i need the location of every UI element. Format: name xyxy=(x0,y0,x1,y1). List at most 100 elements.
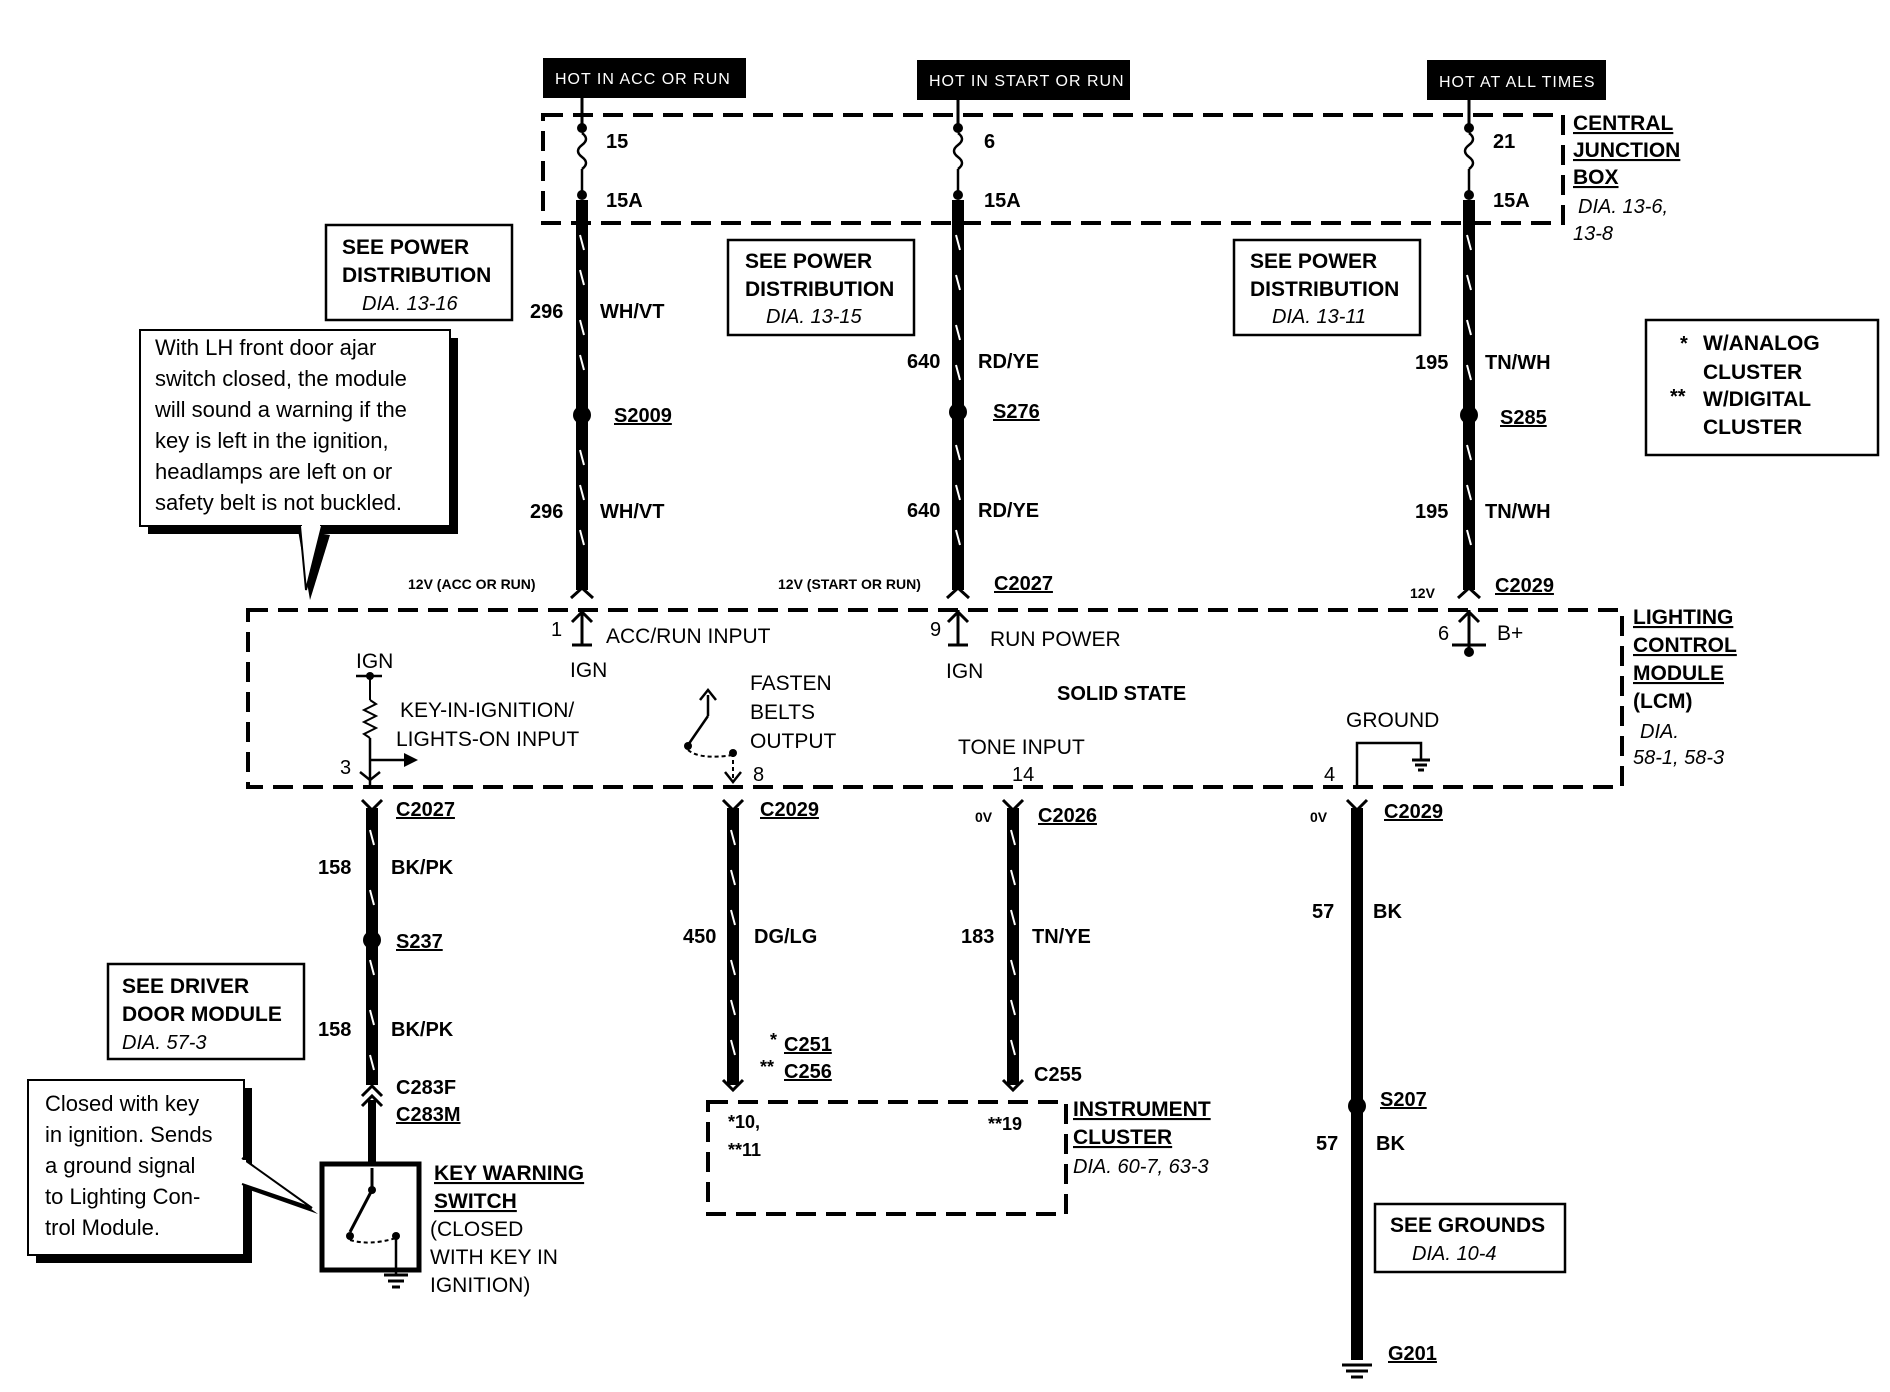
solid-state-label: SOLID STATE xyxy=(1057,683,1186,705)
lcm-pin-3: IGN KEY-IN-IGNITION/ LIGHTS-ON INPUT 3 xyxy=(340,650,579,785)
supply-label: HOT IN START OR RUN xyxy=(929,73,1125,90)
wire-circuit-number: 296 xyxy=(530,301,563,323)
connector-label: C2029 xyxy=(1384,801,1443,823)
ref-line2: DISTRIBUTION xyxy=(342,264,491,287)
wire-circuit-number: 195 xyxy=(1415,501,1448,523)
pin-number: 4 xyxy=(1324,764,1335,786)
wire-color: BK/PK xyxy=(391,857,454,879)
callout-line: safety belt is not buckled. xyxy=(155,490,402,515)
lcm-label-line: LIGHTING xyxy=(1633,606,1733,629)
key-warning-switch-label: KEY WARNING SWITCH (CLOSED WITH KEY IN I… xyxy=(430,1162,584,1297)
pin-number: 6 xyxy=(1438,623,1449,645)
ref-line1: SEE POWER xyxy=(745,250,872,273)
connector-label: C2026 xyxy=(1038,805,1097,827)
cluster-label: INSTRUMENT CLUSTER DIA. 60-7, 63-3 xyxy=(1073,1098,1211,1178)
connector-label: C251 xyxy=(784,1034,832,1056)
wire-circuit-number: 195 xyxy=(1415,352,1448,374)
ref-line1: SEE DRIVER xyxy=(122,975,249,998)
ref-line2: DISTRIBUTION xyxy=(745,278,894,301)
wire-circuit-number: 640 xyxy=(907,500,940,522)
ref-diagram: DIA. 10-4 xyxy=(1412,1243,1496,1265)
wire-circuit-number: 296 xyxy=(530,501,563,523)
callout-line: With LH front door ajar xyxy=(155,335,376,360)
lcm-label-line: MODULE xyxy=(1633,662,1724,685)
lcm-pin-14: TONE INPUT 14 xyxy=(958,736,1085,786)
pin-sublabel: IGN xyxy=(570,659,607,682)
cjb-label-line2: JUNCTION xyxy=(1573,139,1680,162)
wire-color: WH/VT xyxy=(600,301,664,323)
switch-label-line: KEY WARNING xyxy=(434,1162,584,1185)
cjb-label-line1: CENTRAL xyxy=(1573,112,1673,135)
cjb-ref1: DIA. 13-6, xyxy=(1578,196,1668,218)
connector-label: C2029 xyxy=(1495,575,1554,597)
power-ref-box-2: SEE POWER DISTRIBUTION DIA. 13-15 xyxy=(726,238,916,337)
pin-label: GROUND xyxy=(1346,709,1439,732)
connector-label: C2027 xyxy=(396,799,455,821)
lcm-label: LIGHTING CONTROL MODULE (LCM) DIA. 58-1,… xyxy=(1633,606,1737,769)
connector-label: C256 xyxy=(784,1061,832,1083)
callout-line: Closed with key xyxy=(45,1091,199,1116)
connector-label: C2027 xyxy=(994,573,1053,595)
splice-label: S207 xyxy=(1380,1089,1427,1111)
legend-box: * W/ANALOG CLUSTER ** W/DIGITAL CLUSTER xyxy=(1644,318,1880,457)
fuse-6: 6 15A xyxy=(952,100,1021,212)
connector-chevrons-top xyxy=(569,585,1482,600)
splice-label: S276 xyxy=(993,401,1040,423)
power-ref-box-3: SEE POWER DISTRIBUTION DIA. 13-11 xyxy=(1232,238,1422,337)
central-junction-box xyxy=(541,113,1565,225)
voltage-label: 0V xyxy=(975,809,993,825)
switch-label-line: (CLOSED xyxy=(430,1218,523,1241)
cluster-pin: *10, xyxy=(728,1112,760,1132)
wire-color: BK/PK xyxy=(391,1019,454,1041)
wire-color: BK xyxy=(1373,901,1402,923)
cjb-label-line3: BOX xyxy=(1573,166,1619,189)
pin-label: ACC/RUN INPUT xyxy=(606,625,771,648)
supply-label: HOT IN ACC OR RUN xyxy=(555,71,731,88)
pin-label: OUTPUT xyxy=(750,730,837,753)
wire-stripes-bottom xyxy=(369,829,1016,1071)
lcm-label-line: (LCM) xyxy=(1633,690,1692,713)
wire-color: RD/YE xyxy=(978,351,1039,373)
wire-color: TN/WH xyxy=(1485,352,1551,374)
fuse-number: 15 xyxy=(606,131,628,153)
splice-label: S285 xyxy=(1500,407,1547,429)
wire-color: WH/VT xyxy=(600,501,664,523)
fuse-rating: 15A xyxy=(984,190,1021,212)
legend-text: CLUSTER xyxy=(1703,416,1802,439)
callout-line: headlamps are left on or xyxy=(155,459,392,484)
pin-number: 9 xyxy=(930,619,941,641)
pin-number: 8 xyxy=(753,764,764,786)
pin-number: 14 xyxy=(1012,764,1034,786)
fuse-number: 6 xyxy=(984,131,995,153)
pin-number: 3 xyxy=(340,757,351,779)
ign-label: IGN xyxy=(356,650,393,673)
lcm-pin-9: 9 RUN POWER IGN xyxy=(930,609,1121,683)
cluster-label-line: CLUSTER xyxy=(1073,1126,1172,1149)
voltage-label: 12V xyxy=(1410,585,1436,601)
lighting-control-module xyxy=(246,608,1624,789)
voltage-label: 12V (START OR RUN) xyxy=(778,576,921,592)
connector-label: C283F xyxy=(396,1077,456,1099)
callout-line: a ground signal xyxy=(45,1153,195,1178)
splice-label: S237 xyxy=(396,931,443,953)
legend-text: W/ANALOG xyxy=(1703,332,1820,355)
callout-line: switch closed, the module xyxy=(155,366,407,391)
pin-sublabel: IGN xyxy=(946,660,983,683)
ref-line1: SEE POWER xyxy=(342,236,469,259)
driver-door-ref-box: SEE DRIVER DOOR MODULE DIA. 57-3 xyxy=(106,962,306,1061)
legend-symbol: * xyxy=(1680,333,1688,355)
pin-label: BELTS xyxy=(750,701,815,724)
callout-line: in ignition. Sends xyxy=(45,1122,213,1147)
connector-label: C2029 xyxy=(760,799,819,821)
wire-top-acc xyxy=(573,200,591,590)
cluster-pin: **19 xyxy=(988,1114,1022,1134)
wire-circuit-number: 57 xyxy=(1312,901,1334,923)
lcm-pin-8: FASTEN BELTS OUTPUT 8 xyxy=(684,672,837,786)
wire-top-batt xyxy=(1460,200,1478,590)
wire-circuit-number: 57 xyxy=(1316,1133,1338,1155)
instrument-cluster xyxy=(706,1100,1068,1216)
wire-circuit-number: 158 xyxy=(318,857,351,879)
wire-color: RD/YE xyxy=(978,500,1039,522)
wire-circuit-number: 158 xyxy=(318,1019,351,1041)
pin-number: 1 xyxy=(551,619,562,641)
